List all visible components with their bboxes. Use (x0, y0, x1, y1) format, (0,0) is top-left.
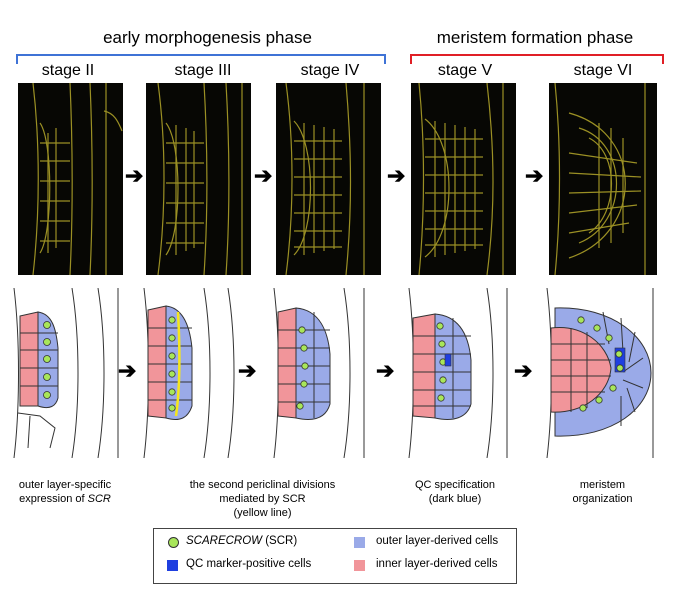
legend-scr-label: SCARECROW (SCR) (186, 535, 298, 547)
micrograph-stage-3 (146, 83, 251, 275)
micrograph-stage-6 (549, 83, 657, 275)
arrow-schematic-5-6: ➔ (514, 358, 533, 383)
schematic-stage-3 (140, 288, 255, 458)
legend-inner-label: inner layer-derived cells (376, 558, 498, 570)
caption-stage-6: meristem organization (572, 479, 633, 505)
qc-cell (614, 347, 626, 373)
schematic-stage-4 (270, 288, 385, 458)
schematic-stage-5 (405, 288, 520, 458)
arrow-schematic-3-4: ➔ (238, 358, 257, 383)
scr-swatch (168, 537, 179, 548)
qc-swatch (167, 560, 178, 571)
arrow-4-5: ➔ (387, 163, 406, 188)
schematic-stage-2 (10, 288, 125, 458)
micrograph-stage-4 (276, 83, 381, 275)
arrow-5-6: ➔ (525, 163, 544, 188)
arrow-schematic-4-5: ➔ (376, 358, 395, 383)
qc-cell (444, 353, 452, 367)
legend: SCARECROW (SCR) QC marker-positive cells… (153, 528, 517, 584)
inner-swatch (354, 560, 365, 571)
arrow-2-3: ➔ (125, 163, 144, 188)
stage-label-3: stage III (174, 62, 232, 79)
stage-label-2: stage II (41, 62, 95, 79)
stage-label-5: stage V (437, 62, 493, 79)
legend-qc-label: QC marker-positive cells (186, 558, 312, 570)
early-phase-bracket (16, 54, 386, 64)
meristem-phase-title: meristem formation phase (436, 28, 634, 47)
inner-region (19, 311, 39, 407)
legend-outer-label: outer layer-derived cells (376, 535, 499, 547)
caption-stage-2: outer layer-specific expression of SCR (18, 479, 112, 505)
stage-label-6: stage VI (573, 62, 633, 79)
outer-swatch (354, 537, 365, 548)
micrograph-stage-5 (411, 83, 516, 275)
caption-stage-3-4: the second periclinal divisions mediated… (189, 479, 336, 519)
stage-label-4: stage IV (300, 62, 360, 79)
caption-stage-5: QC specification (dark blue) (414, 479, 496, 505)
micrograph-stage-2 (18, 83, 123, 275)
schematic-stage-6 (543, 288, 665, 458)
arrow-3-4: ➔ (254, 163, 273, 188)
meristem-phase-bracket (410, 54, 664, 64)
arrow-schematic-2-3: ➔ (118, 358, 137, 383)
early-phase-title: early morphogenesis phase (103, 28, 312, 47)
